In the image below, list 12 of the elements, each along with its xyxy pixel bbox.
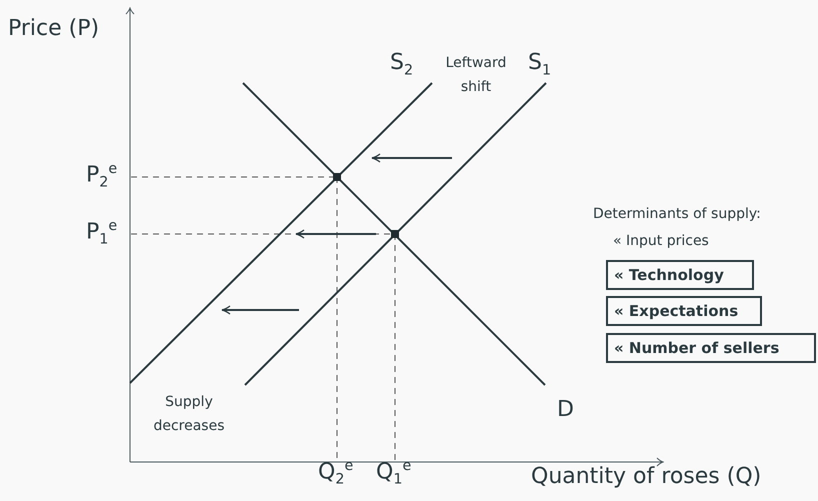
determinant-box: « Expectations bbox=[606, 296, 762, 326]
curve-label: S$_{2}$ bbox=[390, 50, 414, 79]
curve-label: D bbox=[557, 397, 574, 422]
determinant-box: « Technology bbox=[606, 260, 754, 290]
list-heading: Determinants of supply: bbox=[593, 206, 761, 222]
shift-note: Supply decreases bbox=[152, 393, 226, 436]
axis-title: Quantity of roses (Q) bbox=[531, 464, 762, 490]
shift-note: Leftward shift bbox=[444, 54, 508, 97]
curve-label: S$_{1}$ bbox=[528, 50, 552, 79]
axis-title: Price (P) bbox=[8, 16, 100, 42]
determinant-box: « Number of sellers bbox=[606, 333, 816, 363]
list-item: « Input prices bbox=[613, 233, 709, 250]
